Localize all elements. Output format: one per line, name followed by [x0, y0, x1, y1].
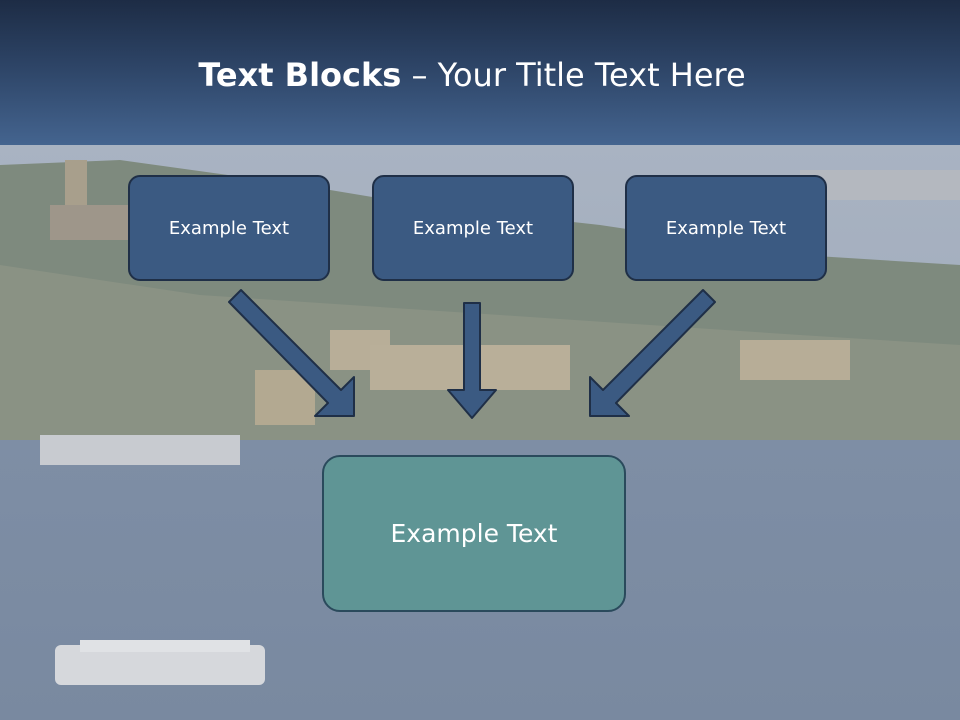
text-block-3: Example Text — [625, 175, 827, 281]
text-block-1-label: Example Text — [168, 217, 290, 239]
title-bar — [0, 0, 960, 145]
slide-title: Text Blocks – Your Title Text Here — [0, 55, 944, 95]
target-block: Example Text — [322, 455, 626, 612]
text-block-2: Example Text — [372, 175, 574, 281]
arrow-left — [228, 289, 355, 417]
text-block-2-label: Example Text — [412, 217, 534, 239]
text-block-3-label: Example Text — [665, 217, 787, 239]
target-block-label: Example Text — [390, 519, 558, 548]
text-block-1: Example Text — [128, 175, 330, 281]
arrow-right — [589, 289, 716, 417]
arrow-center — [447, 302, 497, 419]
title-rest: – Your Title Text Here — [401, 56, 746, 94]
title-bold: Text Blocks — [198, 56, 402, 94]
